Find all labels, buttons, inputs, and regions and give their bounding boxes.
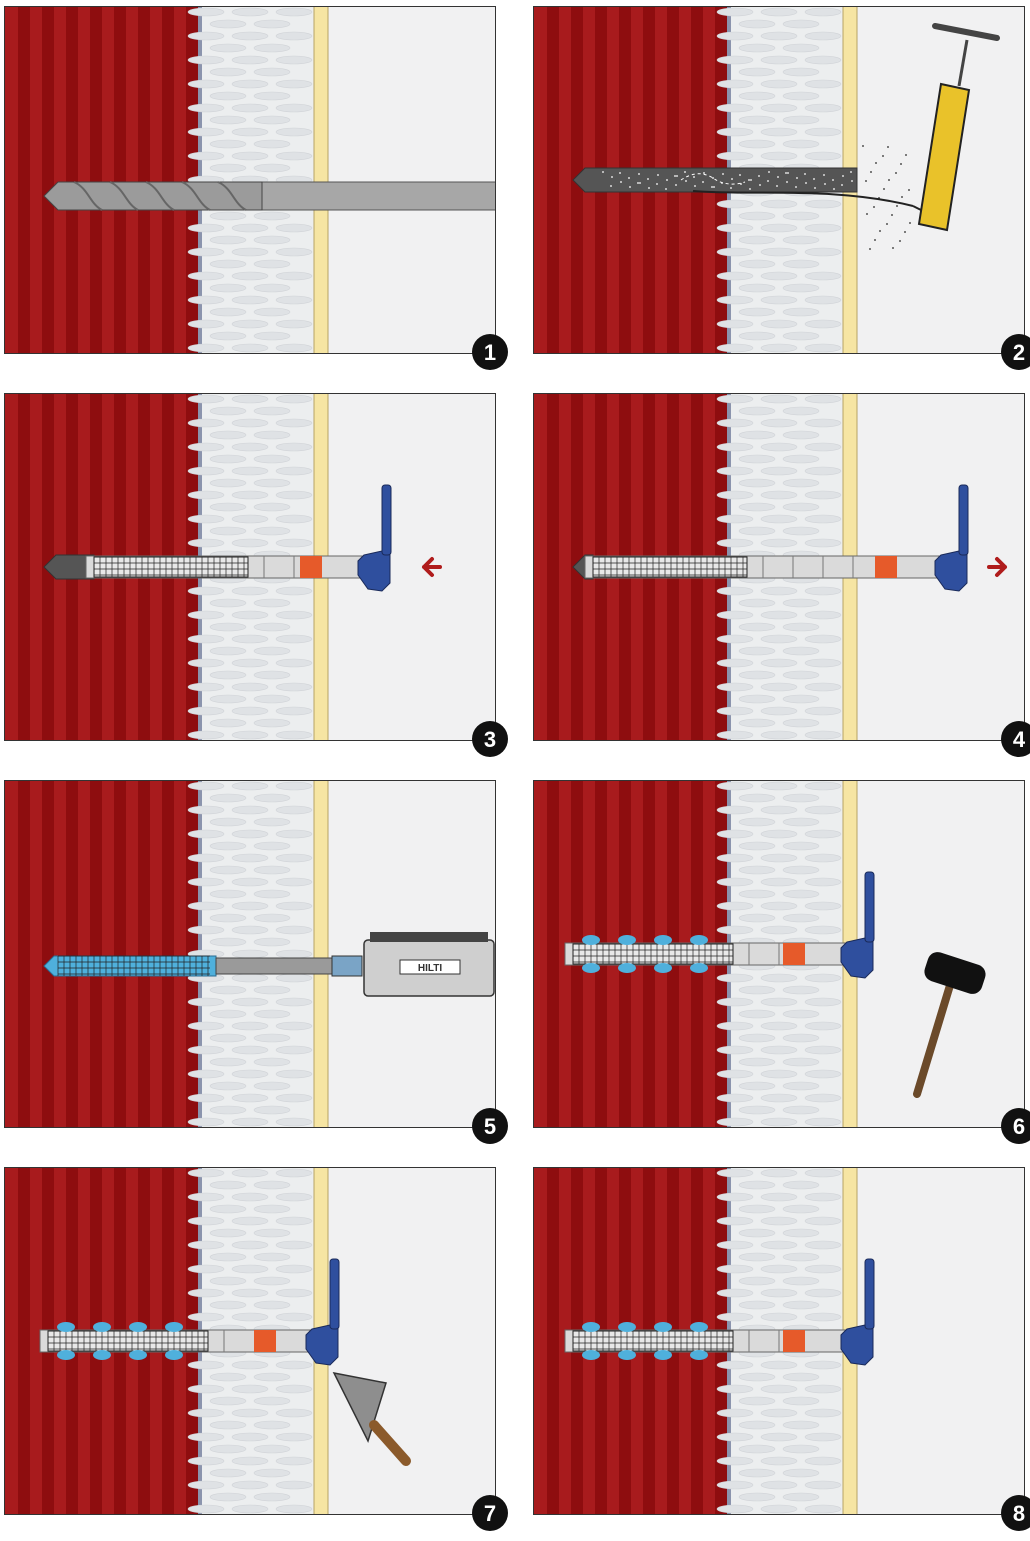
masonry-layer [4, 6, 198, 354]
step-panel-4: 4 [533, 393, 1030, 767]
render-layer [314, 780, 328, 1128]
mixer-nozzle [216, 956, 362, 976]
step-number: 3 [484, 727, 496, 752]
step-panel-6: 6 [533, 780, 1030, 1154]
mesh-sleeve [573, 944, 733, 964]
step-number: 6 [1013, 1114, 1025, 1139]
mesh-sleeve [48, 1331, 208, 1351]
step-panel-3: 3 [4, 393, 522, 767]
step-panel-7: 7 [4, 1167, 522, 1541]
anchor-sleeve [585, 556, 939, 578]
step-number-badge: 3 [472, 721, 508, 757]
depth-marker [300, 556, 322, 578]
mesh-sleeve [573, 1331, 733, 1351]
step-number: 4 [1013, 727, 1026, 752]
wall-section [4, 6, 496, 354]
step-number: 7 [484, 1501, 496, 1526]
step-panel-2: 2 [533, 6, 1030, 380]
mesh-sleeve [593, 557, 747, 577]
insulation-layer [188, 780, 314, 1128]
render-layer [314, 6, 328, 354]
step-number-badge: 5 [472, 1108, 508, 1144]
cartridge-logo: HILTI [418, 963, 442, 974]
step-number: 5 [484, 1114, 496, 1139]
step-number-badge: 1 [472, 334, 508, 370]
step-number: 1 [484, 340, 496, 365]
anchor-sleeve [86, 556, 362, 578]
mortar-filled-sleeve [44, 956, 216, 976]
step-number: 8 [1013, 1501, 1025, 1526]
mesh-sleeve [94, 557, 248, 577]
step-panel-1: 1 [4, 6, 522, 380]
step-panel-8: 8 [533, 1167, 1030, 1541]
depth-marker [254, 1330, 276, 1352]
step-number-badge: 7 [472, 1495, 508, 1531]
masonry-layer [4, 780, 198, 1128]
insulation-layer [188, 6, 314, 354]
depth-marker [783, 943, 805, 965]
step-number: 2 [1013, 340, 1025, 365]
step-panel-5: HILTI 5 [4, 780, 522, 1154]
depth-marker [875, 556, 897, 578]
depth-marker [783, 1330, 805, 1352]
drill-bit-icon [44, 182, 496, 210]
mortar-dispenser-icon: HILTI [364, 932, 494, 996]
